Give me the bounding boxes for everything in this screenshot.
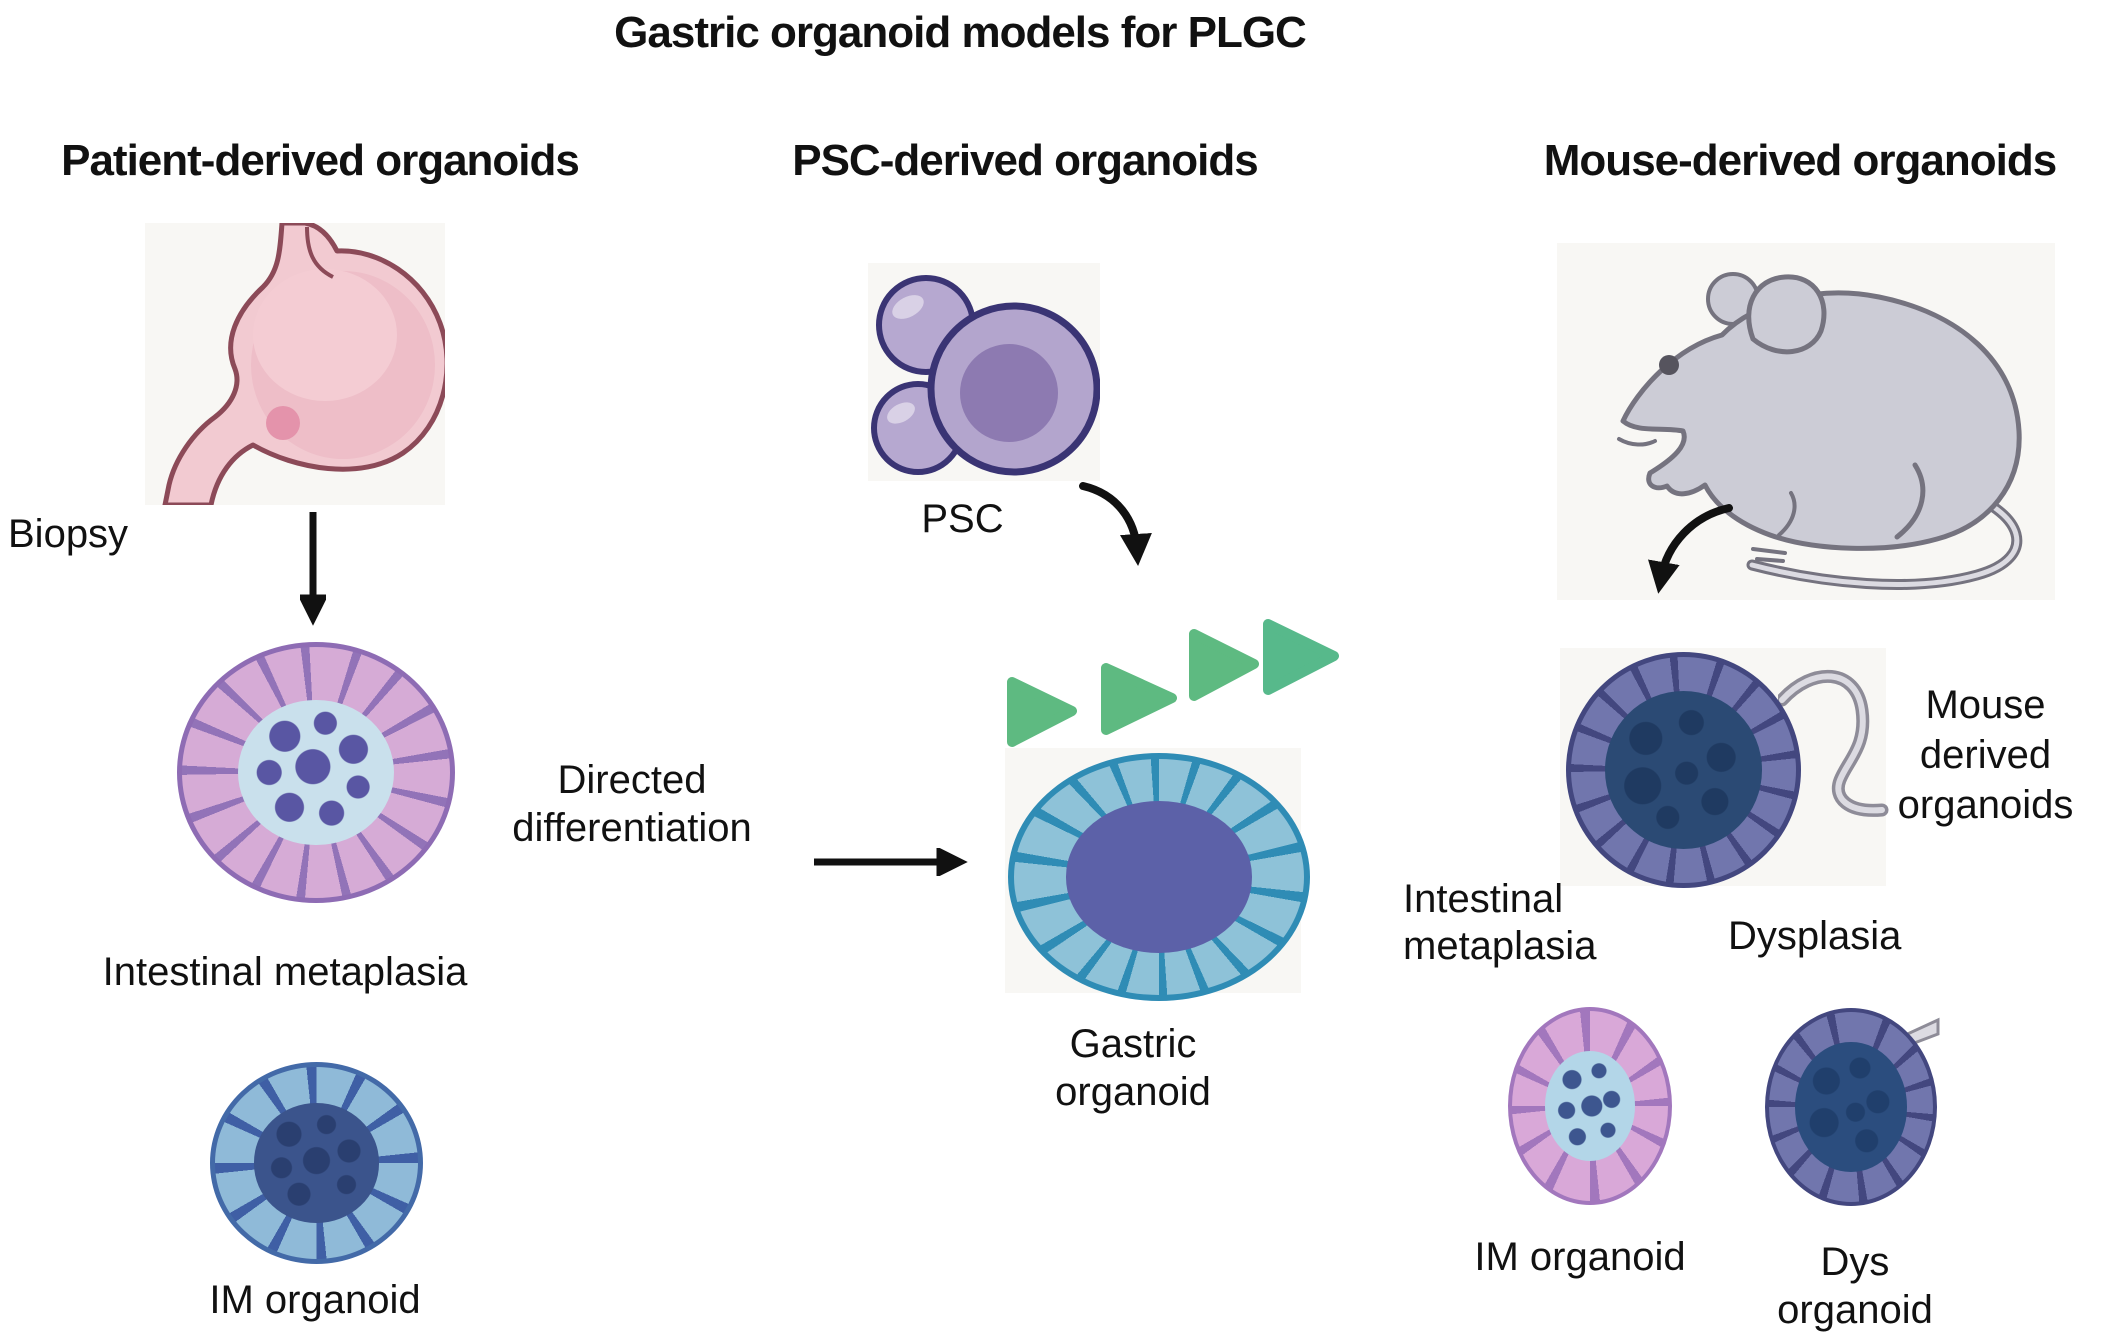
figure-title: Gastric organoid models for PLGC — [614, 8, 1307, 57]
mouse-derived-organoid — [1566, 652, 1801, 888]
im-organoid-label: IM organoid — [209, 1278, 421, 1322]
organoid-tube-icon — [1778, 670, 1889, 817]
mouse-derived-organoids-label: Mouse derived organoids — [1897, 683, 2074, 827]
dys-organoid-label: Dys organoid — [1777, 1240, 1933, 1332]
psc-cells-illustration — [871, 275, 1100, 476]
growth-factor-triangles-icon — [1007, 619, 1339, 747]
biopsy-label: Biopsy — [8, 512, 129, 556]
intestinal-metaplasia-label: Intestinal metaplasia — [102, 950, 468, 994]
header-patient-derived: Patient-derived organoids — [61, 136, 580, 185]
im-organoid-mouse-label: IM organoid — [1474, 1235, 1686, 1279]
mouse-curved-arrow-icon — [1648, 504, 1733, 594]
organoid-core — [253, 1103, 380, 1223]
psc-curved-arrow-icon — [1079, 482, 1152, 566]
biopsy-down-arrow-icon — [300, 512, 326, 626]
biopsy-spot — [266, 406, 300, 440]
organoid-core — [238, 699, 394, 846]
im-organoid-mouse — [1508, 1007, 1672, 1205]
organoid-core — [1544, 1050, 1636, 1162]
header-psc-derived: PSC-derived organoids — [792, 136, 1259, 185]
intestinal-metaplasia-organoid — [177, 642, 455, 903]
dysplasia-label: Dysplasia — [1728, 914, 1902, 958]
organoid-core — [1795, 1042, 1907, 1172]
im-organoid — [210, 1062, 423, 1264]
directed-differentiation-label: Directed differentiation — [512, 758, 752, 850]
intestinal-metaplasia-right-label: Intestinal metaplasia — [1403, 877, 1597, 968]
gastric-organoid-label: Gastric organoid — [1055, 1022, 1211, 1114]
dys-organoid — [1765, 1008, 1937, 1206]
header-mouse-derived: Mouse-derived organoids — [1543, 136, 2057, 185]
differentiation-right-arrow-icon — [814, 848, 968, 876]
organoid-core — [1066, 801, 1252, 953]
organoid-core — [1604, 690, 1763, 850]
stomach-illustration — [162, 223, 445, 505]
gastric-organoid — [1008, 753, 1310, 1001]
psc-label: PSC — [921, 497, 1004, 541]
mouse-illustration — [1617, 272, 2023, 590]
